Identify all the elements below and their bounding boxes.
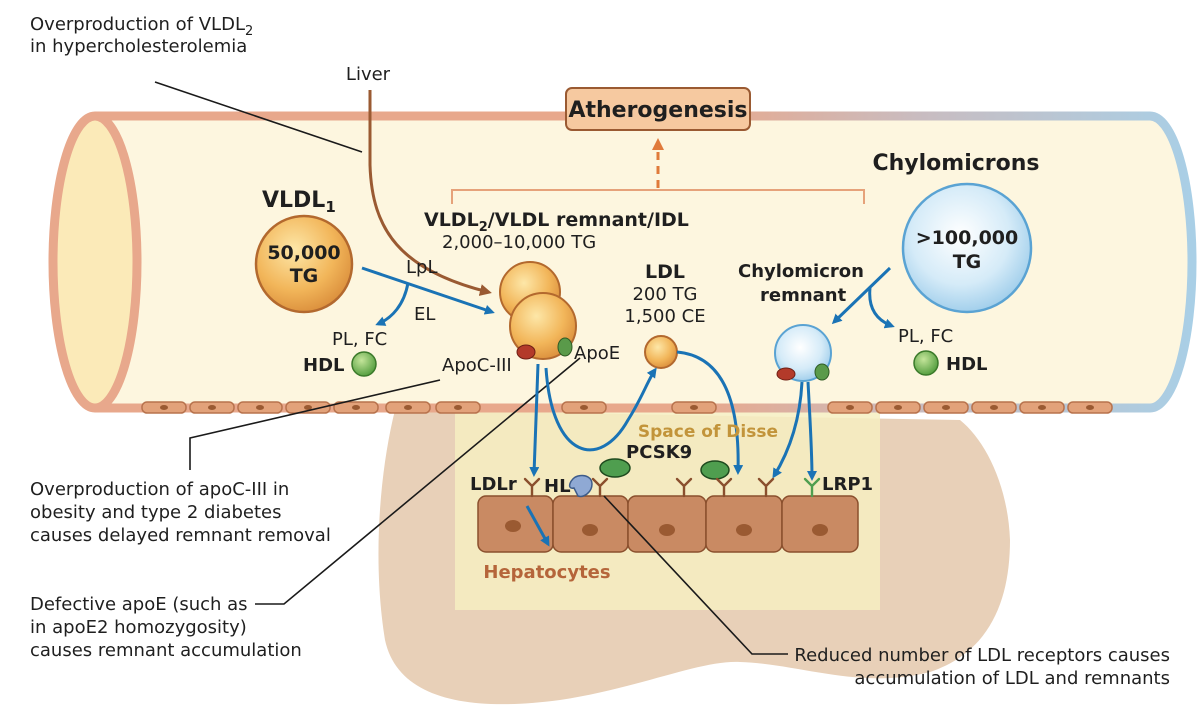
atherogenesis-bracket xyxy=(451,189,865,204)
lrp1-receptor xyxy=(803,477,821,498)
apoc3-label: ApoC-III xyxy=(442,355,512,376)
vldl2-to-ldl-arrow xyxy=(544,367,657,452)
lrp1-label: LRP1 xyxy=(822,474,873,495)
lpl-label: LpL xyxy=(406,257,437,278)
apoe-annotation-line2: in apoE2 homozygosity) xyxy=(30,617,247,638)
hl-enzyme xyxy=(568,474,593,498)
atherogenesis-box xyxy=(565,87,751,131)
chylomicron-tg: TG xyxy=(953,251,982,273)
callout-vldl2 xyxy=(154,81,363,153)
el-arrow xyxy=(375,282,410,326)
chylomicron-particle xyxy=(901,182,1033,314)
vldl2-tg: 2,000–10,000 TG xyxy=(442,232,596,253)
apoc3-protein xyxy=(516,344,536,360)
remnant-apoc3-protein xyxy=(776,367,796,381)
atherogenesis-label: Atherogenesis xyxy=(568,98,747,123)
apoe-protein xyxy=(557,337,573,357)
lpl-arrow xyxy=(361,266,495,315)
hdl-right-label: HDL xyxy=(946,354,987,375)
pcsk9-protein-1 xyxy=(599,458,631,478)
hepatocytes-label: Hepatocytes xyxy=(483,562,610,583)
ldl-receptors xyxy=(523,477,775,498)
ldlr-label: LDLr xyxy=(470,474,517,495)
ldlr-annotation-line2: accumulation of LDL and remnants xyxy=(854,668,1170,689)
callout-apoc3 xyxy=(189,379,441,470)
pl-fc-right-label: PL, FC xyxy=(898,326,953,347)
chylomicron-count: >100,000 xyxy=(916,227,1018,249)
hepatocyte-uptake-arrow xyxy=(525,505,550,547)
ldl-to-receptor-arrow xyxy=(676,350,744,475)
space-of-disse-label: Space of Disse xyxy=(638,422,778,442)
chylo-remnant-label-2: remnant xyxy=(760,285,847,306)
pcsk9-label: PCSK9 xyxy=(626,442,692,463)
vldl1-particle xyxy=(254,214,354,314)
apoc3-annotation-line1: Overproduction of apoC-III in xyxy=(30,479,289,500)
blood-vessel xyxy=(95,111,1197,413)
chylo-remnant-label-1: Chylomicron xyxy=(738,261,864,282)
liver-secretion-arrow xyxy=(368,90,492,296)
ldl-tg: 200 TG xyxy=(632,284,697,305)
apoc3-annotation-line3: causes delayed remnant removal xyxy=(30,525,331,546)
vldl1-tg: TG xyxy=(290,265,319,287)
vldl2-to-ldlr-arrow xyxy=(529,363,540,477)
ldl-ce: 1,500 CE xyxy=(624,306,705,327)
callout-apoe xyxy=(255,357,581,605)
apoe-annotation-line1: Defective apoE (such as xyxy=(30,594,248,615)
callout-ldlr xyxy=(603,495,788,655)
vldl2-overproduction-line2: in hypercholesterolemia xyxy=(30,36,247,57)
ldl-title: LDL xyxy=(645,261,685,283)
hdl-left-particle xyxy=(351,351,377,377)
chylo-lipolysis-arrow xyxy=(831,266,892,325)
remnant-apoe-protein xyxy=(814,363,830,381)
vldl2-title: VLDL2/VLDL remnant/IDL xyxy=(424,209,689,235)
vldl2-overproduction-line1: Overproduction of VLDL2 xyxy=(30,14,253,39)
pcsk9-protein-2 xyxy=(700,460,730,480)
chylomicrons-title: Chylomicrons xyxy=(872,151,1039,176)
liver-label: Liver xyxy=(346,64,391,85)
pl-fc-left-label: PL, FC xyxy=(332,329,387,350)
hepatocyte-row xyxy=(477,495,859,553)
hdl-left-label: HDL xyxy=(303,355,344,376)
endothelium xyxy=(141,401,1113,414)
apoe-annotation-line3: causes remnant accumulation xyxy=(30,640,302,661)
chylo-hdl-arrow xyxy=(868,287,895,329)
vldl1-title: VLDL1 xyxy=(262,188,336,216)
remnant-to-ldlr-arrow xyxy=(772,381,804,479)
apoe-label: ApoE xyxy=(574,343,620,364)
ldl-particle xyxy=(644,335,678,369)
hdl-right-particle xyxy=(913,350,939,376)
hl-label: HL xyxy=(544,476,571,497)
apoc3-annotation-line2: obesity and type 2 diabetes xyxy=(30,502,281,523)
vldl1-count: 50,000 xyxy=(267,242,340,264)
el-label: EL xyxy=(414,304,435,325)
ldlr-annotation-line1: Reduced number of LDL receptors causes xyxy=(794,645,1170,666)
vessel-opening xyxy=(48,111,142,413)
remnant-to-lrp1-arrow xyxy=(806,381,817,481)
